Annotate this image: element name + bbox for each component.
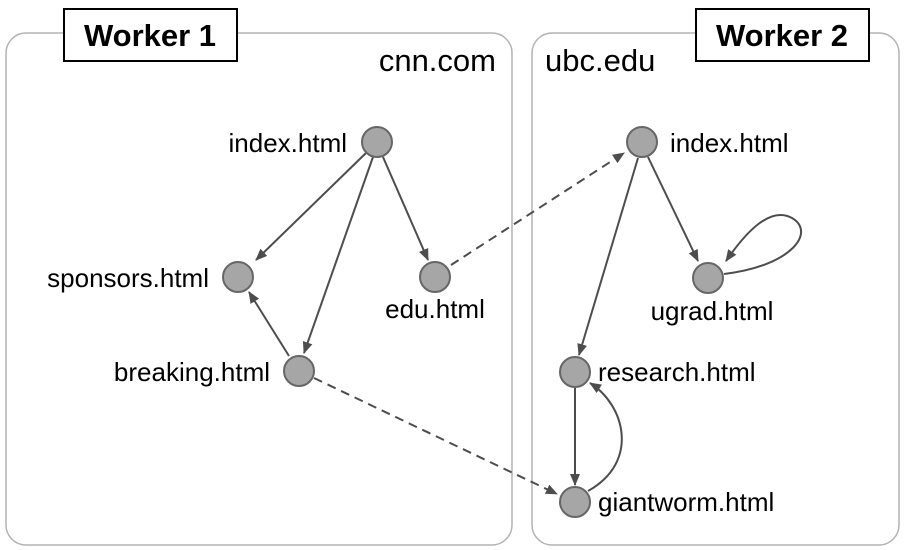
page-node (559, 356, 591, 388)
node-cnn-breaking: breaking.html (114, 355, 315, 387)
page-node (692, 262, 724, 294)
page-node (361, 126, 393, 158)
nodes: index.html sponsors.html edu.html breaki… (47, 126, 789, 518)
worker-2-title: Worker 2 (716, 18, 848, 53)
page-label: sponsors.html (47, 263, 209, 293)
edge-ubc-giantworm-to-research (587, 382, 623, 492)
worker-2-panel: Worker 2 ubc.edu (531, 8, 900, 546)
edge-ubc-index-to-ugrad (647, 156, 699, 262)
page-label: edu.html (385, 294, 485, 324)
edge-ubc-index-to-research (577, 157, 639, 356)
edge-cnn-breaking-to-ubc-giantworm (313, 377, 558, 495)
page-label: research.html (598, 357, 756, 387)
edges (248, 152, 803, 495)
node-cnn-sponsors: sponsors.html (47, 261, 254, 293)
page-label: index.html (229, 128, 348, 158)
edge-cnn-breaking-to-sponsors (248, 291, 290, 357)
page-label: ugrad.html (651, 296, 774, 326)
worker-2-domain: ubc.edu (545, 43, 655, 78)
page-node (222, 261, 254, 293)
node-cnn-edu: edu.html (385, 261, 485, 324)
worker-2-title-box (695, 8, 870, 62)
edge-cnn-index-to-sponsors (255, 152, 367, 261)
worker-1-border (5, 32, 513, 546)
page-node (559, 486, 591, 518)
edge-ubc-ugrad-self-loop (723, 214, 803, 275)
node-ubc-giantworm: giantworm.html (559, 486, 774, 518)
page-node (626, 126, 658, 158)
worker-1-domain: cnn.com (379, 43, 496, 78)
page-label: giantworm.html (598, 487, 774, 517)
worker-1-panel: Worker 1 cnn.com (5, 8, 513, 546)
node-ubc-ugrad: ugrad.html (651, 262, 774, 326)
edge-cnn-index-to-edu (382, 156, 429, 261)
worker-1-title-box (63, 8, 238, 62)
edge-cnn-index-to-breaking (302, 156, 374, 354)
worker-1-title: Worker 1 (84, 18, 216, 53)
edge-cnn-edu-to-ubc-index (450, 152, 625, 266)
page-label: index.html (670, 128, 789, 158)
node-ubc-research: research.html (559, 356, 756, 388)
page-node (283, 355, 315, 387)
page-label: breaking.html (114, 357, 270, 387)
page-node (419, 261, 451, 293)
node-ubc-index: index.html (626, 126, 789, 158)
node-cnn-index: index.html (229, 126, 393, 158)
